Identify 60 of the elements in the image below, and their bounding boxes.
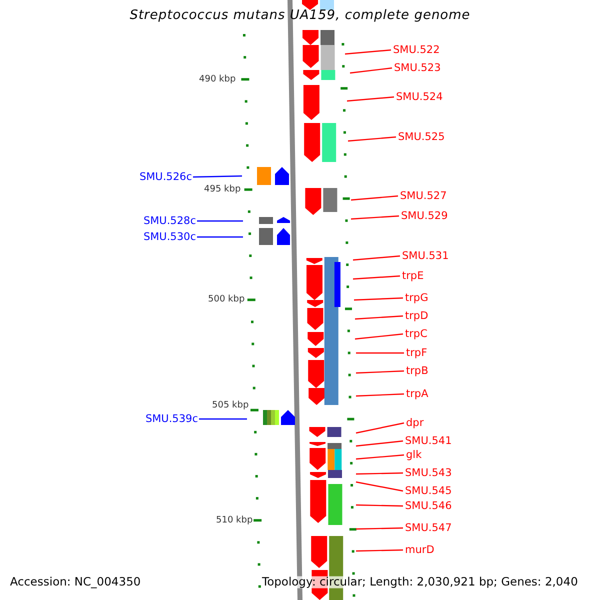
leader-line (346, 96, 394, 102)
gene-label: trpA (406, 388, 428, 400)
leader-line (356, 504, 404, 507)
gene-label: SMU.543 (405, 468, 452, 478)
gene-label: trpD (405, 310, 428, 322)
gene-label: SMU.527 (400, 190, 447, 202)
scale-label: 500 kbp (208, 296, 245, 304)
footer-text: Accession: NC_004350 (10, 576, 141, 588)
gene-label: SMU.545 (405, 486, 452, 496)
scale-label: 495 kbp (204, 186, 241, 194)
gene-label: SMU.530c (143, 232, 196, 242)
leader-line (356, 454, 404, 460)
gene-label: trpF (406, 348, 428, 358)
gene-label: trpE (402, 270, 424, 282)
gene-label: SMU.531 (402, 250, 449, 262)
leader-line (354, 297, 404, 301)
leader-line (356, 393, 404, 397)
gene-label: SMU.525 (398, 132, 445, 142)
gene-label: trpB (406, 366, 428, 376)
leader-line (354, 333, 404, 340)
gene-label: SMU.539c (145, 414, 198, 424)
gene-label: SMU.529 (401, 210, 448, 222)
leader-line (350, 215, 400, 220)
leader-line (192, 175, 242, 178)
leader-line (352, 275, 400, 280)
gene-label: SMU.546 (405, 500, 452, 512)
gene-label: SMU.523 (394, 62, 441, 74)
diagram-title: Streptococcus mutans UA159, complete genome (128, 9, 472, 22)
gene-label: SMU.526c (139, 172, 192, 182)
leader-line (197, 220, 243, 222)
leader-line (356, 440, 404, 447)
leader-line (350, 195, 398, 201)
gene-label: SMU.541 (405, 436, 452, 446)
leader-line (354, 315, 404, 320)
gene-label: trpC (405, 328, 428, 340)
leader-line (199, 418, 247, 420)
scale-label: 510 kbp (216, 516, 253, 526)
leader-line (356, 352, 404, 354)
leader-line (352, 255, 400, 261)
gene-label: SMU.524 (396, 92, 443, 102)
leader-line (356, 527, 404, 530)
footer-text: Topology: circular; Length: 2,030,921 bp; Genes: 2,040 (262, 576, 578, 588)
gene-label: trpG (405, 292, 428, 304)
scale-label: 505 kbp (212, 402, 249, 410)
leader-line (348, 136, 396, 142)
leader-line (350, 67, 392, 74)
gene-label: SMU.528c (143, 216, 196, 226)
gene-label: glk (406, 450, 422, 460)
gene-label: SMU.547 (405, 522, 452, 534)
leader-line (356, 422, 404, 434)
scale-label: 490 kbp (199, 76, 236, 84)
gene-label: murD (405, 544, 434, 556)
leader-line (356, 481, 404, 492)
leader-line (356, 549, 404, 552)
leader-line (356, 472, 404, 475)
leader-line (344, 49, 392, 55)
gene-label: dpr (406, 418, 424, 428)
leader-line (197, 236, 243, 238)
leader-line (356, 370, 404, 374)
gene-label: SMU.522 (393, 44, 440, 56)
